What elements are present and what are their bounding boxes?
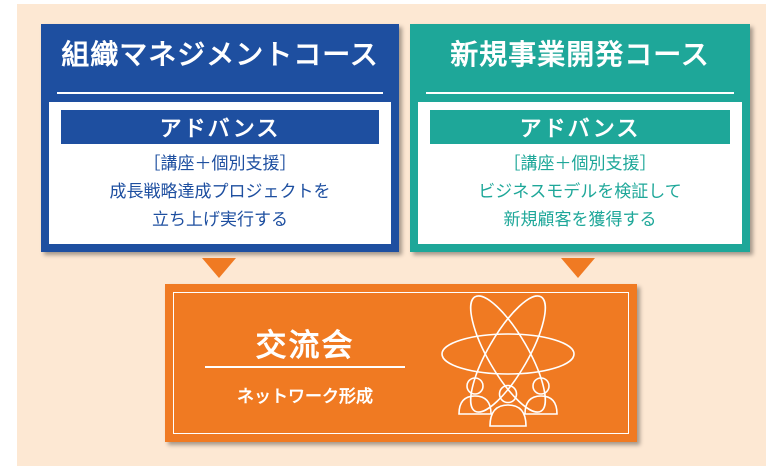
new-business-course-panel: アドバンス ［講座＋個別支援］ ビジネスモデルを検証して 新規顧客を獲得する [418,102,742,244]
new-business-course-title: 新規事業開発コース [450,38,710,71]
down-arrow-right [561,258,595,278]
management-course-panel: アドバンス ［講座＋個別支援］ 成長戦略達成プロジェクトを 立ち上げ実行する [49,102,391,244]
management-course-title: 組織マネジメントコース [61,38,379,71]
event-divider-line [205,366,405,368]
down-arrow-left [202,258,236,278]
divider-line [426,92,734,94]
divider-line [57,92,383,94]
management-course-format: ［講座＋個別支援］ [143,154,297,174]
management-course-level: アドバンス [61,110,379,144]
people-network-icon [441,295,575,427]
event-frame [173,292,629,434]
new-business-course-desc-line1: ビジネスモデルを検証して [478,182,682,202]
management-course-desc-line2: 立ち上げ実行する [152,210,288,230]
networking-event-card: 交流会 ネットワーク形成 [165,284,637,442]
management-course-card: 組織マネジメントコース アドバンス ［講座＋個別支援］ 成長戦略達成プロジェクト… [41,24,399,252]
management-course-desc-line1: 成長戦略達成プロジェクトを [109,182,331,202]
event-title: 交流会 [255,328,355,364]
new-business-course-description: ［講座＋個別支援］ ビジネスモデルを検証して 新規顧客を獲得する [418,150,742,234]
management-course-description: ［講座＋個別支援］ 成長戦略達成プロジェクトを 立ち上げ実行する [49,150,391,234]
new-business-course-level: アドバンス [430,110,730,144]
new-business-course-card: 新規事業開発コース アドバンス ［講座＋個別支援］ ビジネスモデルを検証して 新… [410,24,750,252]
new-business-course-format: ［講座＋個別支援］ [503,154,657,174]
new-business-course-desc-line2: 新規顧客を獲得する [503,210,657,230]
event-subtitle: ネットワーク形成 [237,387,373,407]
